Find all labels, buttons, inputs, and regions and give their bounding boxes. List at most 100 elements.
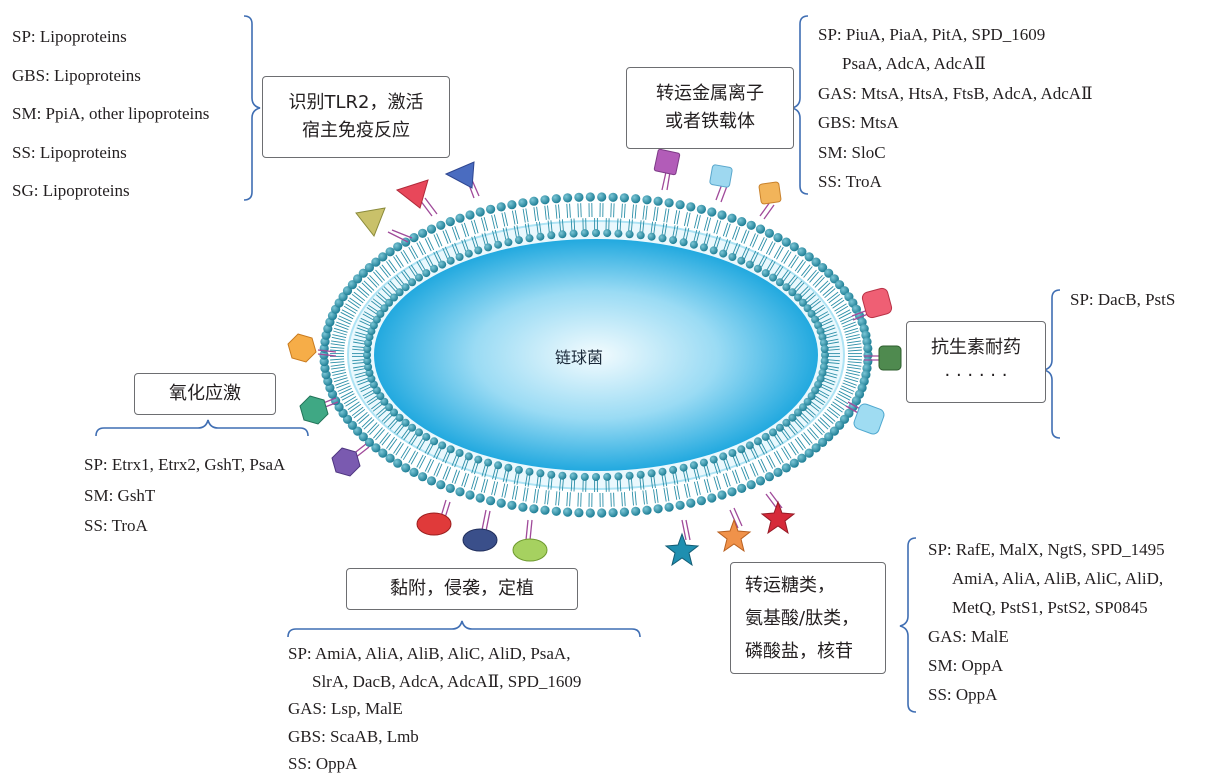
- lipid-tail: [803, 266, 813, 278]
- lipid-head: [746, 220, 756, 230]
- lipid-head: [446, 256, 455, 265]
- lipid-tail: [580, 203, 582, 218]
- lipid-tail: [616, 479, 619, 492]
- lipid-tail: [333, 330, 347, 336]
- lipid-tail: [613, 203, 615, 218]
- lipid-head: [625, 471, 634, 480]
- lipid-head: [782, 418, 791, 427]
- lipid-tail: [451, 226, 458, 241]
- lipid-head: [364, 263, 374, 273]
- lipid-tail: [424, 442, 432, 454]
- oxidative-hexagon-purple-icon: [331, 447, 361, 477]
- lipid-head: [385, 298, 393, 307]
- lipid-tail: [619, 218, 622, 231]
- lipid-tail: [664, 223, 668, 236]
- lipid-tail: [463, 222, 470, 237]
- lipid-tail: [375, 429, 385, 441]
- metal-transporter-lightblue-icon: [709, 164, 733, 188]
- lipid-tail: [360, 317, 372, 324]
- lipid-tail: [693, 468, 698, 481]
- lipid-tail: [773, 451, 782, 465]
- lipid-tail: [433, 234, 440, 248]
- lipid-tail: [473, 219, 479, 234]
- metal-transporter-purple-icon: [653, 148, 681, 176]
- lipid-tail: [381, 412, 391, 422]
- lipid-tail: [330, 343, 345, 347]
- lipid-head: [803, 304, 812, 313]
- lipid-head: [395, 413, 404, 422]
- inner-lipid-heads: [363, 229, 829, 481]
- lipid-tail: [628, 478, 631, 491]
- lipid-tail: [330, 363, 345, 367]
- lipid-tail: [686, 212, 691, 227]
- lipid-tail: [501, 212, 506, 227]
- lipid-head: [426, 476, 437, 486]
- lipid-head: [863, 343, 873, 353]
- lipid-head: [475, 493, 485, 503]
- lipid-tail: [433, 462, 440, 476]
- lipid-tail: [471, 461, 476, 474]
- lipid-head: [794, 408, 802, 417]
- antibiotic-protein-cyan-icon: [853, 403, 885, 435]
- lipid-tail: [461, 472, 467, 487]
- list-item: SS: TroA: [818, 172, 882, 192]
- lipid-tail: [352, 362, 365, 365]
- lipid-tail: [812, 424, 823, 436]
- lipid-tail: [810, 300, 821, 309]
- lipid-tail: [780, 269, 789, 280]
- lipid-head: [818, 263, 828, 273]
- lipid-tail: [491, 215, 496, 229]
- adhesin-red-oval-icon: [416, 512, 452, 536]
- lipid-head: [603, 229, 612, 238]
- lipid-tail: [570, 218, 573, 231]
- lipid-head: [647, 469, 656, 478]
- lipid-tail: [559, 478, 562, 491]
- transporter-star-teal-icon: [664, 532, 700, 567]
- lipid-head: [658, 467, 667, 476]
- lipid-tail: [797, 261, 806, 274]
- nutrient-transport-box: 转运糖类， 氨基酸/肽类， 磷酸盐，核苷: [730, 562, 886, 674]
- lipid-tail: [844, 327, 859, 333]
- lipid-tail: [473, 476, 479, 491]
- lipid-head: [669, 236, 678, 245]
- lipid-tail: [511, 210, 516, 225]
- box-line: 抗生素耐药: [931, 337, 1021, 358]
- lipid-head: [737, 256, 746, 265]
- lipid-tail: [403, 430, 412, 441]
- lipid-tail: [502, 470, 507, 483]
- lipid-tail: [463, 459, 469, 471]
- lipid-tail: [735, 243, 741, 256]
- lipid-tail: [794, 259, 804, 272]
- lipid-tail: [559, 219, 562, 232]
- lipid-head: [507, 200, 517, 210]
- lipid-head: [401, 463, 411, 473]
- lipid-tail: [706, 464, 711, 477]
- lipid-tail: [363, 419, 375, 430]
- lipid-tail: [725, 458, 731, 470]
- antibiotic-resistance-box: 抗生素耐药 · · · · · ·: [906, 321, 1046, 403]
- lipid-head: [363, 357, 372, 365]
- lipid-tail: [642, 477, 645, 490]
- lipid-head: [540, 505, 550, 515]
- lipid-tail: [427, 459, 435, 473]
- lipid-tail: [363, 392, 375, 399]
- bracket-antibiotic: [1043, 289, 1061, 439]
- lipid-head: [696, 496, 707, 506]
- lipid-tail: [351, 406, 364, 417]
- lipid-tail: [550, 477, 553, 490]
- lipid-head: [764, 228, 775, 238]
- lipid-tail: [650, 476, 654, 489]
- lipid-tail: [653, 489, 656, 504]
- lipid-head: [761, 269, 770, 278]
- antibiotic-protein-pink-icon: [861, 287, 893, 319]
- lipid-tail: [693, 214, 699, 229]
- lipid-head: [563, 507, 573, 517]
- lipid-head: [401, 418, 410, 427]
- lipid-tail: [433, 446, 440, 458]
- lipid-tail: [410, 245, 419, 259]
- lipid-tail: [822, 324, 835, 330]
- lipid-tail: [716, 461, 721, 474]
- lipid-head: [518, 198, 528, 208]
- lipid-head: [364, 437, 374, 447]
- lipid-head: [371, 443, 381, 453]
